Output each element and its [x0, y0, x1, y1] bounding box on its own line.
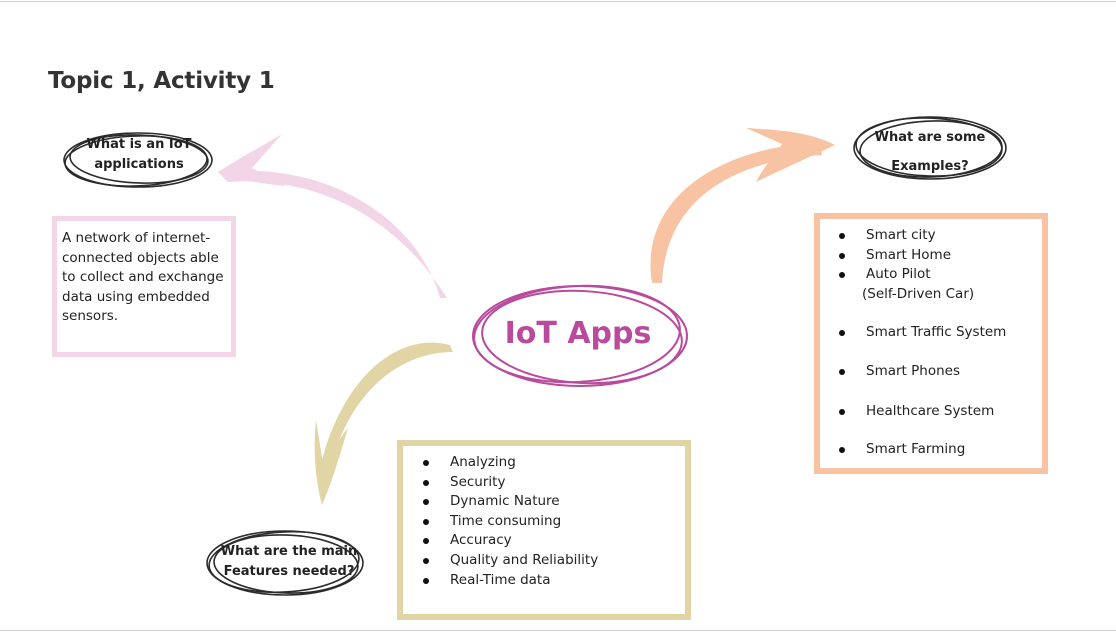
- page-title: Topic 1, Activity 1: [48, 68, 275, 94]
- examples-ellipse: [853, 116, 1007, 180]
- features-ellipse: [206, 530, 364, 596]
- list-item: Smart Traffic System: [836, 323, 1006, 343]
- list-item: Smart Home: [836, 246, 1006, 266]
- what-is-line-2: applications: [94, 157, 184, 172]
- list-item: Smart Phones: [836, 362, 1006, 382]
- what-is-ellipse: [63, 132, 213, 188]
- list-item: Dynamic Nature: [420, 492, 598, 512]
- list-item-continuation: (Self-Driven Car): [862, 285, 975, 302]
- bottom-border: [0, 630, 1116, 631]
- examples-line-2: Examples?: [891, 159, 969, 174]
- list-item: Healthcare System: [836, 402, 1006, 422]
- examples-label: What are some Examples?: [862, 123, 998, 181]
- list-item: Accuracy: [420, 531, 598, 551]
- features-line-2: Features needed?: [223, 564, 355, 579]
- list-item: Auto Pilot: [836, 265, 1006, 285]
- list-item: Time consuming: [420, 512, 598, 532]
- top-border: [0, 1, 1116, 2]
- what-is-line-1: What is an IoT: [86, 137, 192, 152]
- list-item: Quality and Reliability: [420, 551, 598, 571]
- what-is-label: What is an IoT applications: [74, 135, 204, 175]
- list-item: Security: [420, 473, 598, 493]
- list-item: Real-Time data: [420, 571, 598, 591]
- list-item: Smart city: [836, 226, 1006, 246]
- examples-line-1: What are some: [874, 130, 986, 145]
- features-label: What are the main Features needed?: [214, 542, 364, 582]
- examples-box: [814, 213, 1048, 474]
- arrow-to-examples: [650, 128, 835, 283]
- features-list: Analyzing Security Dynamic Nature Time c…: [420, 453, 598, 590]
- arrow-to-what-is: [218, 134, 447, 298]
- features-line-1: What are the main: [220, 544, 358, 559]
- list-item: Smart Farming: [836, 440, 1006, 460]
- list-item: Analyzing: [420, 453, 598, 473]
- features-box: [397, 440, 691, 620]
- center-ellipse: [472, 284, 688, 387]
- center-title: IoT Apps: [504, 316, 652, 351]
- definition-text: A network of internet-connected objects …: [62, 230, 224, 325]
- definition-box: [52, 216, 236, 357]
- examples-list: Smart city Smart Home Auto Pilot (Self-D…: [836, 226, 1006, 460]
- arrow-to-features: [314, 342, 453, 505]
